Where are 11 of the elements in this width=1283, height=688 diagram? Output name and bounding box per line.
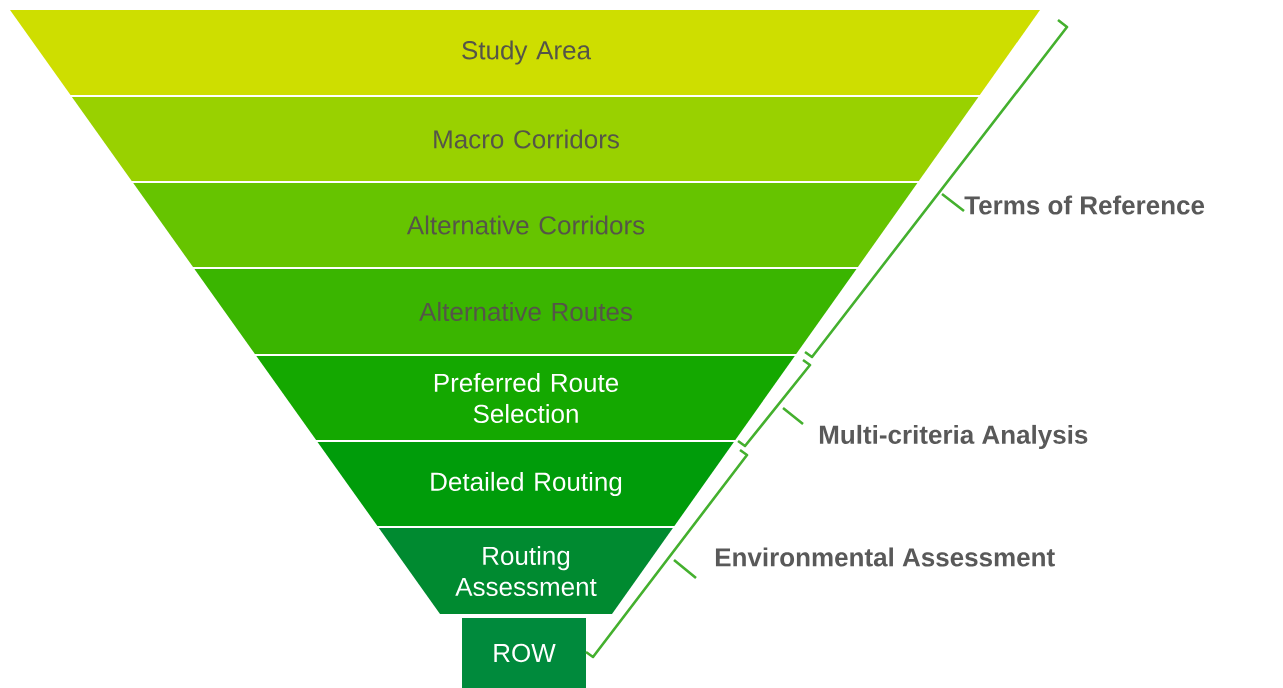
funnel-band: Alternative Corridors	[133, 183, 918, 267]
funnel-band: Detailed Routing	[317, 442, 734, 526]
output-box: ROW	[462, 618, 586, 688]
bracket-label: Multi-criteria Analysis	[819, 424, 1088, 450]
funnel-band: Routing Assessment	[378, 528, 673, 614]
funnel-band: Macro Corridors	[71, 97, 979, 181]
bracket-label: Terms of Reference	[964, 195, 1205, 215]
bracket-label: Environmental Assessment	[715, 547, 1055, 567]
funnel-band: Study Area	[10, 10, 1040, 95]
funnel-band: Alternative Routes	[194, 269, 857, 354]
funnel-band: Preferred Route Selection	[256, 356, 795, 440]
